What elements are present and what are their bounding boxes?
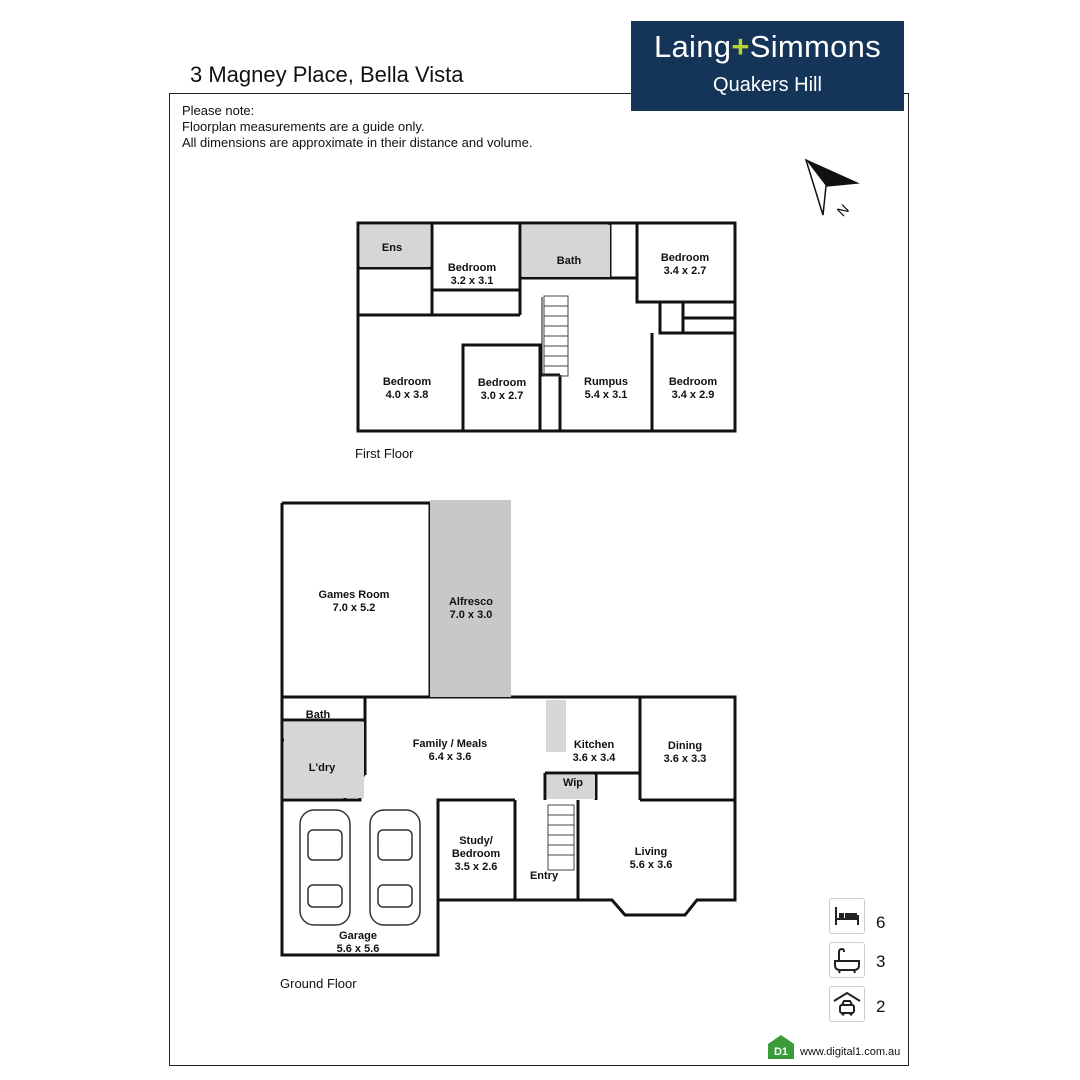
floorplan-frame — [169, 93, 909, 1066]
room-dimensions: 4.0 x 3.8 — [385, 389, 429, 401]
note-line-1: Please note: — [182, 103, 255, 118]
garage-car-icon — [829, 986, 865, 1022]
disclaimer-note: Please note: Floorplan measurements are … — [182, 103, 532, 151]
room-family-meals: Family / Meals 6.4 x 3.6 — [405, 738, 495, 764]
north-letter: N — [834, 201, 852, 219]
brand-part1: Laing — [653, 29, 732, 64]
ground-floor-label: Ground Floor — [280, 976, 357, 991]
agency-brand: Laing+Simmons — [631, 29, 904, 65]
room-name: Games Room — [318, 589, 390, 601]
room-bath-ground: Bath — [298, 709, 338, 722]
room-garage: Garage 5.6 x 5.6 — [323, 930, 393, 956]
room-dimensions: 3.0 x 2.7 — [480, 390, 524, 402]
digital1-logo: D1 — [766, 1034, 796, 1065]
room-name: Garage — [339, 930, 377, 942]
note-line-2: Floorplan measurements are a guide only. — [182, 119, 425, 134]
brand-part2: Simmons — [749, 29, 882, 64]
room-name: Bath — [556, 255, 582, 267]
room-dimensions: 6.4 x 3.6 — [428, 751, 472, 763]
garage-cars — [299, 809, 421, 926]
website-link[interactable]: www.digital1.com.au — [800, 1046, 901, 1058]
room-bedroom-upper-5: Bedroom 3.4 x 2.9 — [658, 376, 728, 402]
room-alfresco: Alfresco 7.0 x 3.0 — [436, 596, 506, 622]
room-name: Bedroom — [668, 376, 718, 388]
north-arrow-icon: N — [804, 158, 860, 219]
room-dimensions: 3.2 x 3.1 — [450, 275, 494, 287]
room-name: Rumpus — [584, 376, 628, 388]
room-living: Living 5.6 x 3.6 — [616, 846, 686, 872]
room-name: Family / Meals — [412, 738, 488, 750]
room-dimensions: 5.6 x 5.6 — [336, 943, 380, 955]
room-study-bedroom: Study/ Bedroom 3.5 x 2.6 — [441, 835, 511, 874]
stairs-first-floor — [543, 295, 569, 377]
note-line-3: All dimensions are approximate in their … — [182, 135, 533, 150]
room-name: Study/ — [459, 835, 493, 847]
room-bedroom-upper-2: Bedroom 3.4 x 2.7 — [650, 252, 720, 278]
room-dimensions: 3.4 x 2.7 — [663, 265, 707, 277]
alfresco-area — [430, 500, 511, 697]
bathtub-icon — [829, 942, 865, 978]
room-name: Bedroom — [447, 262, 497, 274]
room-dining: Dining 3.6 x 3.3 — [650, 740, 720, 766]
agency-logo: Laing+Simmons Quakers Hill — [631, 21, 904, 111]
room-games: Games Room 7.0 x 5.2 — [309, 589, 399, 615]
room-name: Bedroom — [382, 376, 432, 388]
room-kitchen: Kitchen 3.6 x 3.4 — [559, 739, 629, 765]
room-name: Bedroom — [660, 252, 710, 264]
room-name: Dining — [667, 740, 703, 752]
stairs-ground-floor — [547, 804, 575, 871]
room-bath-upper: Bath — [549, 255, 589, 268]
room-name: Wip — [562, 777, 584, 789]
room-name: Ens — [381, 242, 403, 254]
room-ensuite: Ens — [372, 242, 412, 255]
room-laundry: L'dry — [302, 762, 342, 775]
badge-text: D1 — [774, 1046, 788, 1058]
room-dimensions: 3.6 x 3.4 — [572, 752, 616, 764]
room-wip: Wip — [553, 777, 593, 790]
room-dimensions: 5.6 x 3.6 — [629, 859, 673, 871]
brand-plus: + — [731, 29, 750, 64]
room-name: Alfresco — [448, 596, 494, 608]
garage-count: 2 — [876, 997, 886, 1016]
room-dimensions: 3.6 x 3.3 — [663, 753, 707, 765]
room-name: Kitchen — [573, 739, 615, 751]
room-dimensions: 7.0 x 3.0 — [449, 609, 493, 621]
room-name: Entry — [529, 870, 559, 882]
first-floor-outline — [356, 221, 737, 433]
first-floor-label: First Floor — [355, 446, 414, 461]
room-dimensions: 3.4 x 2.9 — [671, 389, 715, 401]
agency-office: Quakers Hill — [713, 74, 822, 96]
room-name: Living — [634, 846, 668, 858]
room-entry: Entry — [524, 870, 564, 883]
room-bedroom-upper-4: Bedroom 3.0 x 2.7 — [467, 377, 537, 403]
room-name: L'dry — [308, 762, 336, 774]
bathroom-count: 3 — [876, 952, 886, 971]
property-address: 3 Magney Place, Bella Vista — [190, 62, 464, 87]
room-rumpus: Rumpus 5.4 x 3.1 — [571, 376, 641, 402]
room-dimensions: 3.5 x 2.6 — [454, 861, 498, 873]
room-name-cont: Bedroom — [451, 848, 501, 860]
bedroom-count: 6 — [876, 913, 886, 932]
room-name: Bath — [305, 709, 331, 721]
room-dimensions: 5.4 x 3.1 — [584, 389, 628, 401]
room-name: Bedroom — [477, 377, 527, 389]
room-dimensions: 7.0 x 5.2 — [332, 602, 376, 614]
bed-icon — [829, 898, 865, 934]
room-bedroom-upper-1: Bedroom 3.2 x 3.1 — [437, 262, 507, 288]
room-bedroom-upper-3: Bedroom 4.0 x 3.8 — [372, 376, 442, 402]
